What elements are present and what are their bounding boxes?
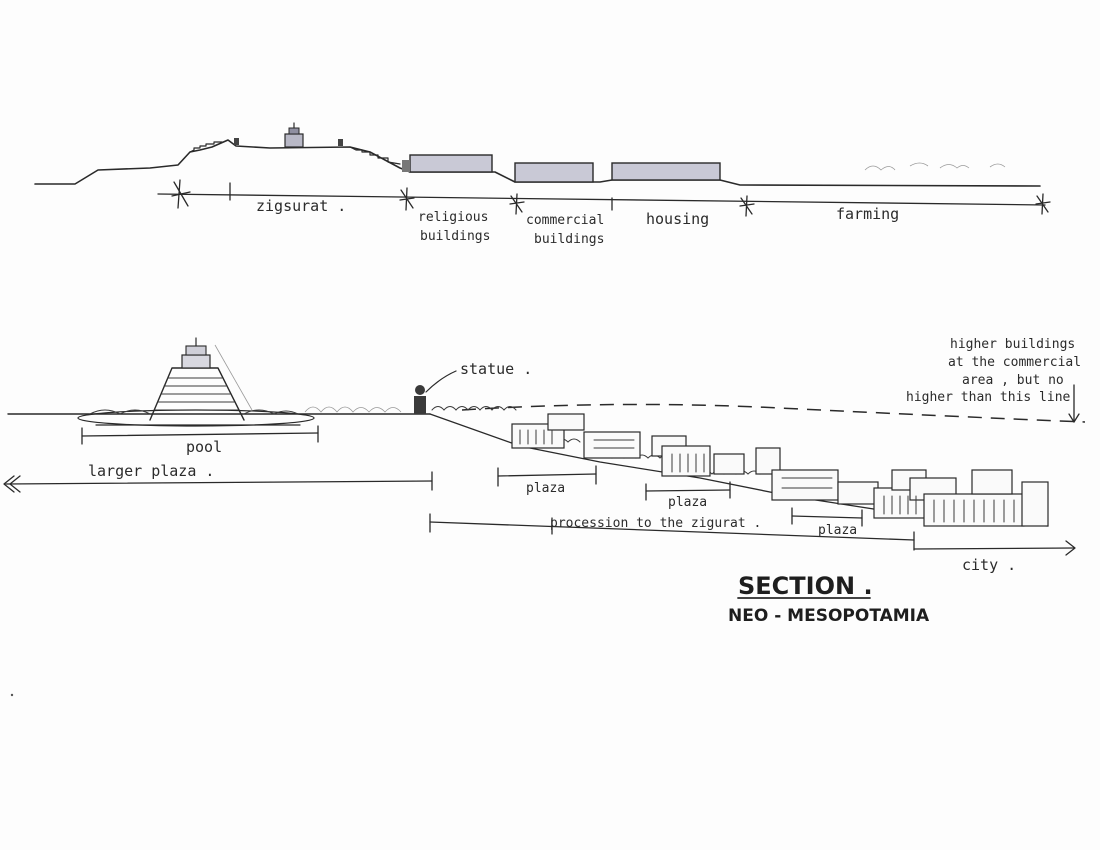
note-line-2: at the commercial	[948, 355, 1081, 370]
sketch-title: SECTION . NEO - MESOPOTAMIA	[728, 572, 930, 626]
label-commercial-2: buildings	[534, 232, 604, 247]
label-farming: farming	[836, 205, 899, 223]
label-procession: procession to the zigurat .	[550, 516, 761, 531]
note-line-1: higher buildings	[950, 337, 1075, 352]
bottom-pool	[77, 409, 315, 427]
note-line-3: area , but no	[962, 373, 1064, 388]
label-commercial-1: commercial	[526, 213, 604, 228]
top-faint-trees	[864, 162, 1006, 171]
top-small-structure-1	[234, 138, 239, 145]
stray-mark	[10, 693, 14, 697]
top-dimension-line	[157, 193, 1046, 206]
bottom-statue	[414, 370, 457, 414]
label-pool: pool	[186, 438, 222, 456]
label-plaza-3: plaza	[818, 523, 857, 538]
label-larger-plaza: larger plaza .	[88, 462, 214, 480]
bottom-section: statue . pool larger plaza . plaza plaza…	[3, 337, 1086, 574]
procession-buildings	[511, 413, 1049, 527]
bottom-dimensions	[3, 425, 1076, 556]
bottom-faint-trees	[304, 406, 402, 413]
label-city: city .	[962, 556, 1016, 574]
top-commercial-block	[514, 162, 594, 183]
label-zigsurat: zigsurat .	[256, 197, 346, 215]
label-statue: statue .	[460, 360, 532, 378]
top-small-structure-2	[338, 139, 343, 146]
top-dimension-ticks	[171, 179, 1051, 217]
top-housing-block	[611, 162, 721, 181]
label-housing: housing	[646, 210, 709, 228]
bottom-ziggurat	[149, 337, 253, 421]
top-section: zigsurat . religious buildings commercia…	[34, 122, 1051, 247]
procession-building-details	[519, 429, 1015, 523]
note-line-4: higher than this line	[906, 390, 1071, 405]
title-sub: NEO - MESOPOTAMIA	[728, 606, 930, 626]
title-main: SECTION .	[738, 572, 873, 600]
top-zigurat-steps-right	[349, 146, 401, 165]
top-zigurat-steps	[189, 141, 223, 153]
label-plaza-1: plaza	[526, 481, 565, 496]
top-religious-block	[409, 154, 493, 173]
label-religious-1: religious	[418, 210, 488, 225]
label-plaza-2: plaza	[668, 495, 707, 510]
height-limit-line	[461, 403, 1086, 423]
top-temple	[284, 122, 304, 148]
height-limit-arrowhead	[1068, 413, 1080, 423]
label-religious-2: buildings	[420, 229, 490, 244]
top-religious-annex	[402, 160, 410, 172]
